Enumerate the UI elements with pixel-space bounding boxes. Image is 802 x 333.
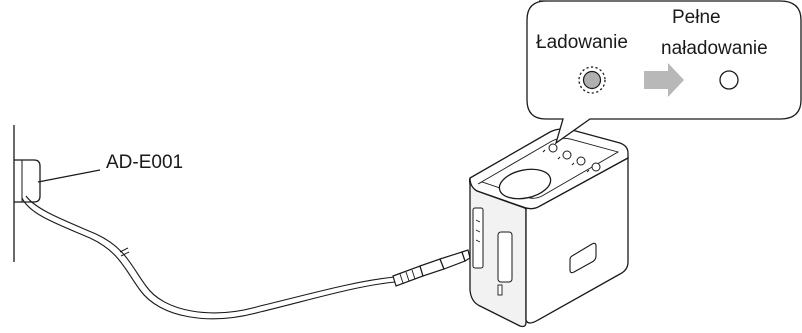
full-label-line2: naładowanie — [661, 38, 768, 59]
device-body — [469, 128, 629, 328]
device-led-indicators — [542, 143, 601, 173]
charging-label: Ładowanie — [536, 32, 628, 53]
power-cable — [21, 195, 396, 320]
adapter-label: AD-E001 — [106, 152, 183, 173]
charging-led-icon — [578, 66, 606, 94]
adapter-leader-line — [37, 169, 101, 183]
wall-outlet — [13, 125, 41, 262]
full-label-line1: Pełne — [672, 7, 721, 28]
full-led-icon — [719, 70, 739, 90]
transition-arrow-icon — [644, 63, 684, 97]
dc-plug — [392, 249, 471, 287]
